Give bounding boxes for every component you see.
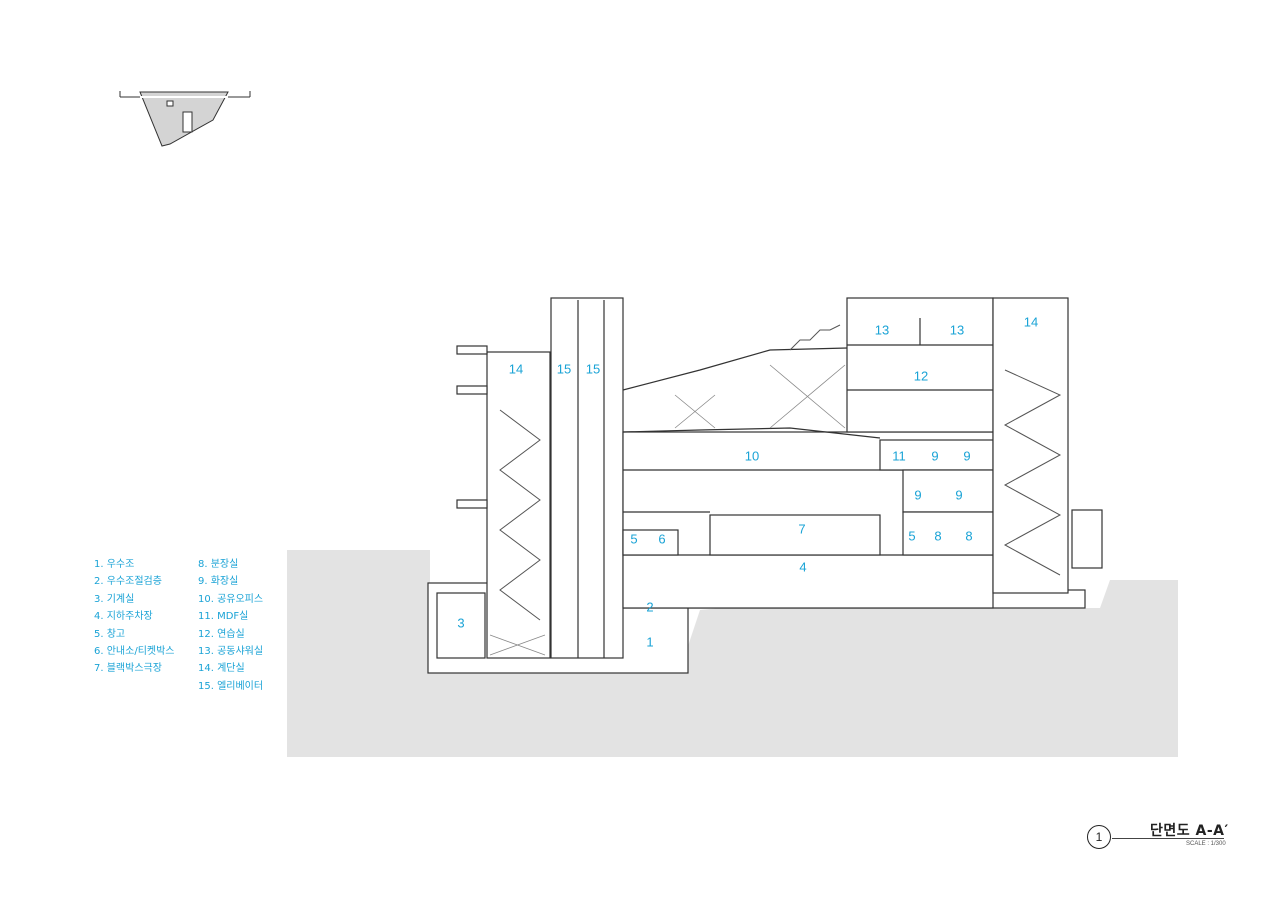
legend-item: 2. 우수조절검층 — [94, 576, 162, 588]
legend-item: 12. 연습실 — [198, 628, 245, 640]
room-label: 10 — [745, 448, 759, 463]
room-label: 9 — [914, 487, 921, 502]
title-block: 1 단면도 A-A′ SCALE : 1/300 — [1086, 820, 1236, 854]
legend-item: 13. 공동샤워실 — [198, 646, 264, 658]
room-label: 13 — [875, 322, 889, 337]
legend-item: 7. 블랙박스극장 — [94, 663, 162, 675]
legend-item: 15. 엘리베이터 — [198, 680, 264, 692]
legend-column-1: 1. 우수조 2. 우수조절검층 3. 기계실 4. 지하주차장 5. 창고 6… — [94, 556, 175, 678]
room-label: 14 — [1024, 314, 1038, 329]
building-section — [427, 297, 1103, 674]
room-label: 6 — [658, 531, 665, 546]
room-label: 1 — [646, 634, 653, 649]
room-label: 14 — [509, 361, 523, 376]
drawing-scale: SCALE : 1/300 — [1186, 841, 1226, 847]
legend-item: 1. 우수조 — [94, 559, 135, 570]
room-labels: 1 2 3 4 5 5 6 7 8 8 9 9 9 9 10 11 12 13 … — [457, 314, 1038, 649]
legend-item: 11. MDF실 — [198, 611, 249, 623]
room-label: 7 — [798, 521, 805, 536]
room-label: 3 — [457, 615, 464, 630]
room-label: 12 — [914, 368, 928, 383]
legend-item: 10. 공유오피스 — [198, 593, 264, 605]
stairs — [499, 324, 1062, 621]
title-underline — [1112, 838, 1224, 839]
legend-item: 14. 계단실 — [198, 663, 245, 675]
bracing — [489, 364, 846, 656]
room-label: 9 — [931, 448, 938, 463]
room-label: 9 — [963, 448, 970, 463]
legend-item: 5. 창고 — [94, 628, 126, 640]
room-label: 5 — [908, 528, 915, 543]
room-label: 15 — [557, 361, 571, 376]
room-label: 11 — [892, 448, 906, 463]
key-plan — [119, 91, 251, 147]
legend-item: 4. 지하주차장 — [94, 611, 153, 623]
room-label: 5 — [630, 531, 637, 546]
room-label: 15 — [586, 361, 600, 376]
room-label: 9 — [955, 487, 962, 502]
legend-item: 3. 기계실 — [94, 593, 135, 605]
legend-item: 9. 화장실 — [198, 576, 239, 588]
ground-mass — [287, 550, 1178, 757]
legend-column-2: 8. 분장실 9. 화장실 10. 공유오피스 11. MDF실 12. 연습실… — [198, 556, 263, 695]
drawing-title: 단면도 A-A′ — [1150, 823, 1229, 839]
legend-item: 8. 분장실 — [198, 559, 239, 570]
room-label: 4 — [799, 559, 806, 574]
room-label: 2 — [646, 599, 653, 614]
room-label: 8 — [965, 528, 972, 543]
drawing-number: 1 — [1087, 825, 1111, 849]
room-label: 13 — [950, 322, 964, 337]
legend-item: 6. 안내소/티켓박스 — [94, 646, 175, 658]
room-label: 8 — [934, 528, 941, 543]
